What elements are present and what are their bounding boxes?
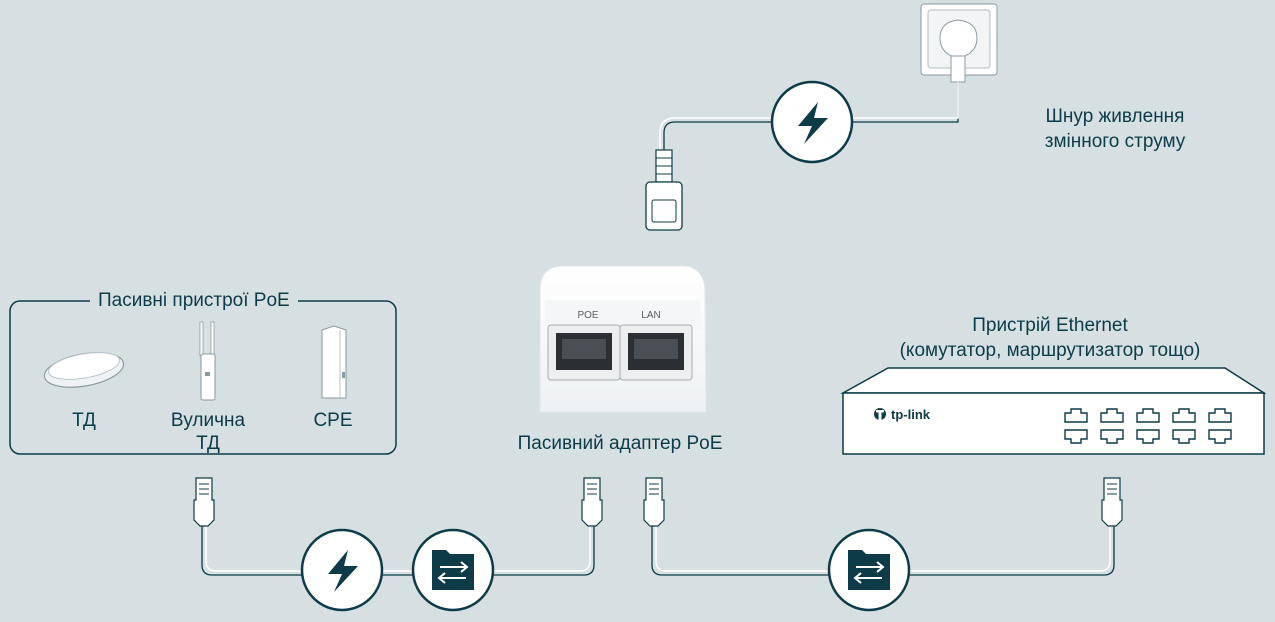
switch-port-icon bbox=[1064, 408, 1088, 423]
switch-port-icon bbox=[1100, 408, 1124, 423]
ac-power-cord bbox=[663, 82, 959, 152]
iec-connector-icon bbox=[645, 149, 683, 231]
switch-port-icon bbox=[1136, 429, 1160, 444]
rj45-plug-icon bbox=[193, 477, 215, 527]
ap-label: ТД bbox=[72, 410, 96, 431]
poe-port bbox=[547, 324, 621, 381]
data-icon bbox=[411, 528, 495, 612]
adapter-caption: Пасивний адаптер PoE bbox=[517, 433, 723, 454]
switch-port-icon bbox=[1208, 408, 1232, 423]
rj45-plug-icon bbox=[1101, 477, 1123, 527]
outdoor-ap-label-line2: ТД bbox=[196, 433, 220, 454]
switch-port-icon bbox=[1100, 429, 1124, 444]
outdoor-ap-icon bbox=[199, 321, 216, 401]
lan-port bbox=[619, 324, 693, 381]
power-cord-label-line2: змінного струму bbox=[1044, 131, 1186, 152]
power-cord-label-line1: Шнур живлення bbox=[1045, 106, 1185, 127]
switch-port-icon bbox=[1172, 429, 1196, 444]
lan-port-label: LAN bbox=[641, 310, 660, 321]
rj45-plug-icon bbox=[581, 477, 603, 527]
switch-port-icon bbox=[1064, 429, 1088, 444]
switch-ports bbox=[1064, 408, 1232, 444]
ethernet-device-title: Пристрій Ethernet bbox=[972, 315, 1128, 336]
power-icon bbox=[770, 80, 854, 164]
switch-port-icon bbox=[1136, 408, 1160, 423]
cpe-label: CPE bbox=[313, 410, 353, 431]
ethernet-device-subtitle: (комутатор, маршрутизатор тощо) bbox=[899, 340, 1201, 361]
poe-adapter bbox=[539, 265, 707, 413]
passive-devices-title: Пасивні пристрої PoE bbox=[90, 289, 298, 312]
switch-port-icon bbox=[1172, 408, 1196, 423]
outdoor-ap-label-line1: Вулична bbox=[170, 410, 246, 431]
data-icon bbox=[827, 528, 911, 612]
tp-link-logo-icon bbox=[874, 408, 886, 420]
poe-cable bbox=[201, 526, 595, 576]
poe-port-label: POE bbox=[577, 310, 598, 321]
cpe-icon bbox=[321, 325, 347, 399]
rj45-plug-icon bbox=[643, 477, 665, 527]
power-icon bbox=[300, 528, 384, 612]
wall-socket-icon bbox=[920, 3, 998, 83]
ethernet-switch bbox=[840, 367, 1267, 455]
switch-brand: tp-link bbox=[891, 407, 931, 422]
switch-port-icon bbox=[1208, 429, 1232, 444]
ceiling-ap-icon bbox=[43, 352, 125, 388]
